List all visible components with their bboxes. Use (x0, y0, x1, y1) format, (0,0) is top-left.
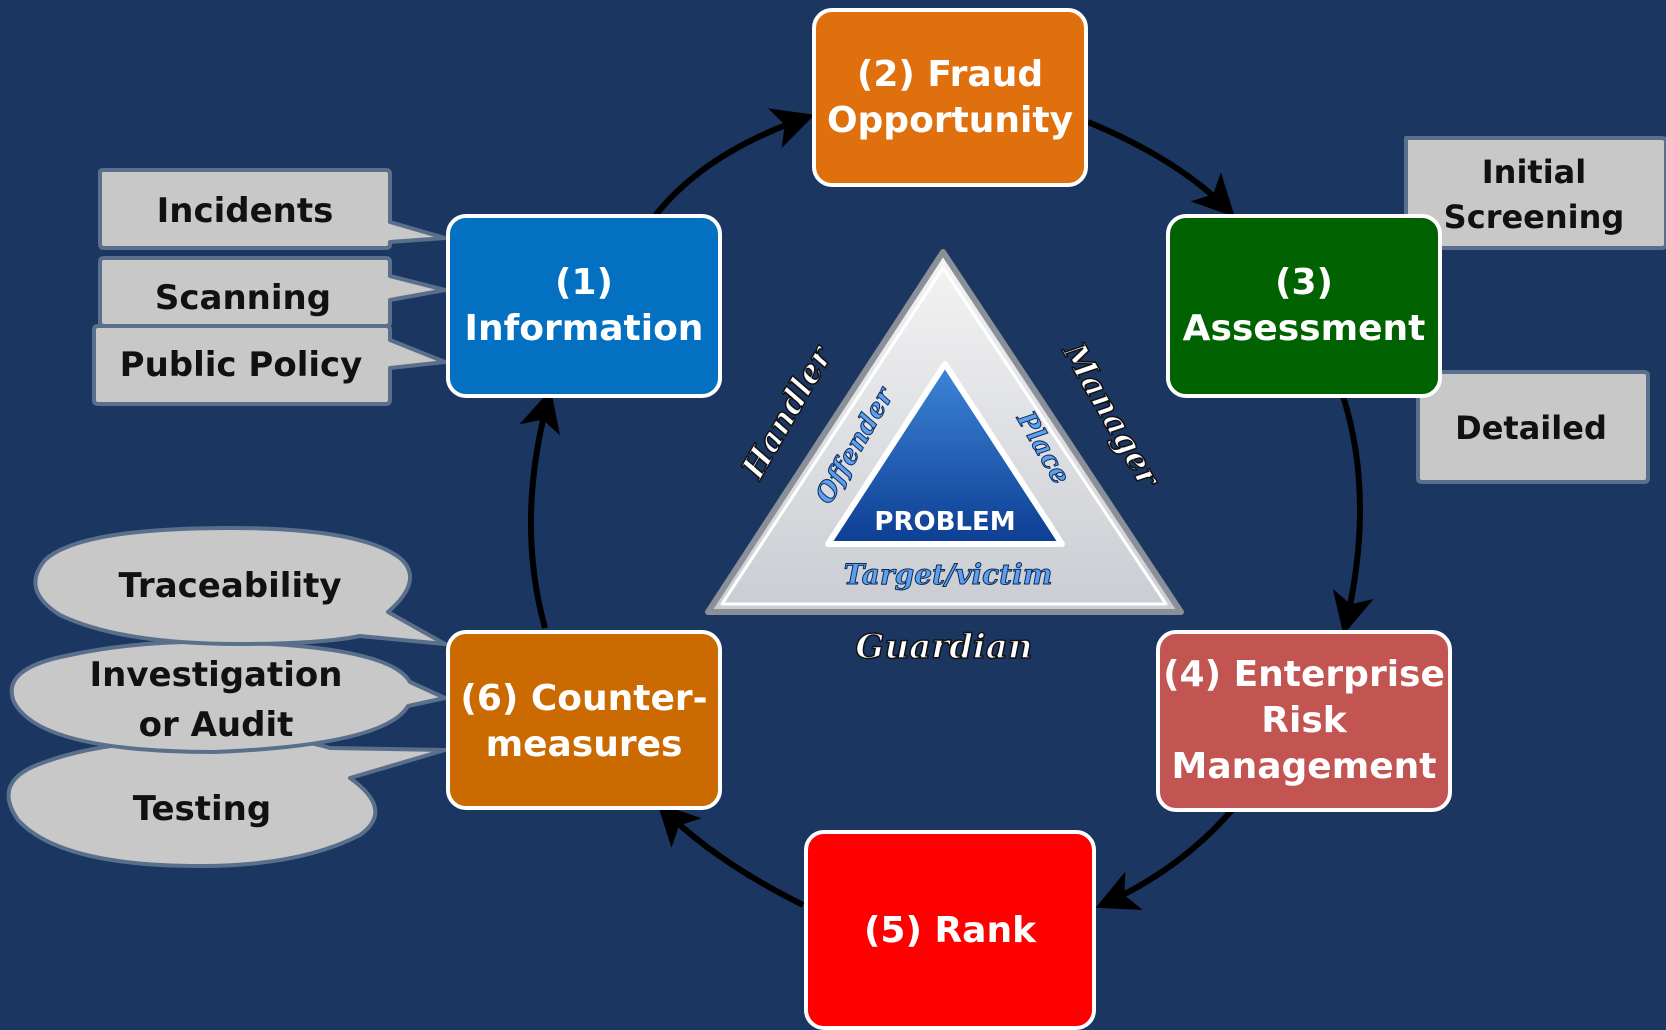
callout-testing: Testing (6, 736, 447, 868)
step-assessment: (3) Assessment (1166, 214, 1442, 398)
callout-initial-screening-line2: Screening (1444, 198, 1625, 236)
callout-detailed: Detailed (1416, 370, 1650, 484)
callout-investigation-line1: Investigation (90, 655, 343, 695)
step-fraud-opportunity-line1: (2) Fraud (857, 54, 1043, 95)
cycle-arrows (519, 108, 1374, 910)
callout-traceability-text: Traceability (118, 566, 341, 606)
callout-detailed-text: Detailed (1455, 409, 1607, 447)
assessment-callouts: Initial Screening Detailed (1404, 136, 1666, 484)
problem-triangle: PROBLEM Offender Place Target/victim Han… (705, 249, 1184, 668)
callout-scanning: Scanning (98, 256, 447, 328)
step-countermeasures: (6) Counter- measures (446, 630, 722, 810)
step-enterprise-risk: (4) Enterprise Risk Management (1156, 630, 1452, 812)
callout-incidents: Incidents (98, 168, 447, 250)
callout-investigation-line2: or Audit (139, 705, 294, 745)
arrow-enterprise-risk-to-rank (1095, 808, 1235, 910)
callout-initial-screening: Initial Screening (1404, 136, 1666, 250)
triangle-inner-bottom-target: Target/victim (844, 558, 1053, 591)
callout-initial-screening-line1: Initial (1482, 153, 1586, 191)
outer-triangle-inner-edge (720, 266, 1168, 606)
arrow-countermeasures-to-information (519, 389, 561, 629)
step-assessment-line2: Assessment (1183, 308, 1426, 349)
inner-triangle (825, 361, 1065, 547)
callout-investigation: Investigation or Audit (9, 639, 447, 754)
step-information: (1) Information (446, 214, 722, 398)
arrow-info-to-fraud (652, 108, 815, 218)
callout-public-policy-text: Public Policy (120, 345, 363, 385)
countermeasure-callouts: Testing Investigation or Audit Traceabil… (6, 526, 447, 868)
step-fraud-opportunity: (2) Fraud Opportunity (812, 8, 1088, 187)
arrow-rank-to-countermeasures (657, 803, 805, 908)
arrow-fraud-to-assessment (1086, 119, 1235, 218)
step-countermeasures-line1: (6) Counter- (460, 678, 707, 719)
triangle-outer-bottom-guardian: Guardian (855, 627, 1032, 667)
step-rank: (5) Rank (804, 830, 1096, 1030)
step-enterprise-risk-line3: Management (1172, 746, 1437, 787)
callout-incidents-text: Incidents (157, 191, 334, 231)
step-assessment-line1: (3) (1275, 262, 1333, 303)
information-callouts: Incidents Scanning Public Policy (92, 168, 447, 406)
callout-scanning-text: Scanning (155, 278, 331, 318)
callout-testing-text: Testing (133, 789, 271, 829)
arrow-assessment-to-enterprise-risk (1332, 395, 1374, 635)
callout-public-policy: Public Policy (92, 324, 447, 406)
callout-traceability: Traceability (33, 526, 447, 646)
step-information-line1: (1) (555, 262, 613, 303)
step-enterprise-risk-line2: Risk (1261, 700, 1347, 741)
step-countermeasures-line2: measures (486, 724, 683, 765)
step-enterprise-risk-line1: (4) Enterprise (1163, 654, 1445, 695)
triangle-center-problem: PROBLEM (874, 507, 1015, 537)
step-information-line2: Information (465, 308, 704, 349)
step-fraud-opportunity-line2: Opportunity (827, 100, 1073, 141)
step-rank-line1: (5) Rank (864, 910, 1037, 951)
